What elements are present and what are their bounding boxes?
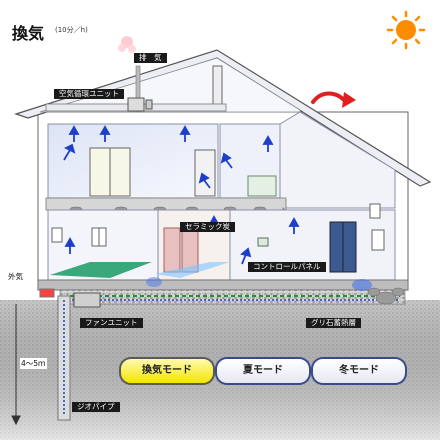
geo-pipe xyxy=(57,295,71,421)
page-title: 換気 xyxy=(12,24,45,43)
label-fan-unit: ファンユニット xyxy=(80,318,143,328)
depth-arrow xyxy=(11,304,21,426)
label-control-panel: コントロールパネル xyxy=(248,262,326,272)
ventilation-rate: (10分／h) xyxy=(55,26,88,34)
summer-mode-button[interactable]: 夏モード xyxy=(215,357,311,385)
exhaust-puff xyxy=(118,36,136,53)
label-geo-pipe: ジオパイプ xyxy=(72,402,120,412)
exhaust-arrow-icon xyxy=(311,91,356,108)
label-ceramic: セラミック炭 xyxy=(180,222,235,232)
sun-icon xyxy=(386,10,426,50)
label-gravel-layer: グリ石蓄熱層 xyxy=(306,318,361,328)
ventilation-mode-button[interactable]: 換気モード xyxy=(119,357,215,385)
house xyxy=(14,49,432,308)
label-exhaust: 排 気 xyxy=(134,53,167,63)
label-outside-air: 外気 xyxy=(8,272,23,281)
label-air-unit: 空気循環ユニット xyxy=(54,89,124,99)
label-depth: 4～5ｍ xyxy=(20,358,47,369)
floor-green-left xyxy=(50,262,152,278)
winter-mode-button[interactable]: 冬モード xyxy=(311,357,407,385)
